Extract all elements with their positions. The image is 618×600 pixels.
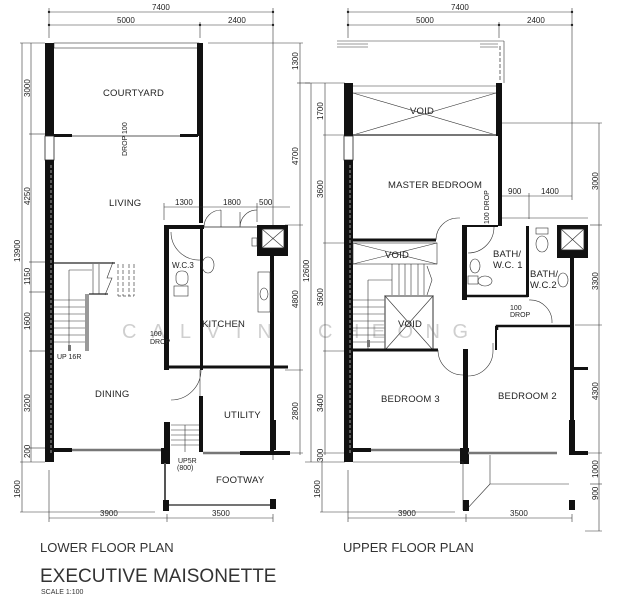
dim-lower-top-right: 2400 <box>228 16 246 25</box>
room-label-footway: FOOTWAY <box>216 475 265 486</box>
room-label-living: LIVING <box>109 198 141 209</box>
room-label-courtyard: COURTYARD <box>103 88 164 99</box>
dim-upper-right-4300: 4300 <box>591 382 600 400</box>
upper-bottom-dimensions: 3900 3500 <box>347 470 573 522</box>
room-label-wc3: W.C.3 <box>172 261 194 270</box>
room-label-void-mid: VOID <box>385 250 409 261</box>
dim-lower-left-200: 200 <box>23 444 32 458</box>
dim-lower-left-3200: 3200 <box>23 394 32 412</box>
lower-floor-plan: 7400 5000 2400 3000 4250 1150 1600 3200 … <box>13 3 310 555</box>
dim-kitchen-500: 500 <box>259 198 273 207</box>
note-800: (800) <box>177 465 193 472</box>
note-stair-up-16r: UP 16R <box>57 354 81 361</box>
dim-upper-left-3600a: 3600 <box>316 180 325 198</box>
note-drop-100: DROP 100 <box>122 122 129 156</box>
upper-floor-plan-title: UPPER FLOOR PLAN <box>343 540 474 555</box>
dim-lower-left-1600: 1600 <box>23 312 32 330</box>
dim-lower-right-4800: 4800 <box>291 290 300 308</box>
room-label-dining: DINING <box>95 389 129 400</box>
dim-upper-bottom-right: 3500 <box>510 509 528 518</box>
dim-upper-left-below: 1600 <box>313 480 322 498</box>
note-up5r: UP5R <box>178 458 197 465</box>
upper-top-dimensions: 7400 5000 2400 <box>346 3 574 200</box>
dim-bath-900: 900 <box>508 187 522 196</box>
watermark-right: C H E O N G <box>318 321 468 343</box>
dim-lower-left-1150: 1150 <box>23 267 32 285</box>
dim-lower-left-below: 1600 <box>13 480 22 498</box>
upper-floor-plan: 7400 5000 2400 1700 3600 3600 3400 300 <box>302 3 602 555</box>
room-label-utility: UTILITY <box>224 410 261 421</box>
dim-lower-top-left: 5000 <box>117 16 135 25</box>
lower-floor-plan-title: LOWER FLOOR PLAN <box>40 540 174 555</box>
dim-upper-right-900: 900 <box>591 486 600 500</box>
note-kitchen-drop: DROP <box>150 339 171 346</box>
dim-kitchen-1300: 1300 <box>175 198 193 207</box>
room-label-master-bedroom: MASTER BEDROOM <box>388 180 482 191</box>
watermark-left: C A L V I N <box>122 321 272 343</box>
dim-upper-left-1700: 1700 <box>316 102 325 120</box>
dim-kitchen-1800: 1800 <box>223 198 241 207</box>
room-label-bath1-line1: BATH/ <box>493 249 521 260</box>
dim-upper-top-left: 5000 <box>416 16 434 25</box>
upper-right-dimensions: 3000 3300 4300 1000 900 <box>500 122 602 532</box>
dim-upper-left-3600b: 3600 <box>316 288 325 306</box>
upper-staircase: VOID <box>353 264 434 351</box>
dim-bath-1400: 1400 <box>541 187 559 196</box>
dim-upper-left-300: 300 <box>316 448 325 462</box>
dim-lower-right-4700: 4700 <box>291 147 300 165</box>
dim-upper-right-3000: 3000 <box>591 172 600 190</box>
note-master-drop: 100 DROP <box>484 190 491 224</box>
note-bath2-drop-value: 100 <box>510 305 522 312</box>
entry-steps: UP5R (800) <box>171 424 199 472</box>
room-label-kitchen: KITCHEN <box>202 319 245 330</box>
upper-left-dimensions: 1700 3600 3600 3400 300 12600 1600 <box>302 82 455 513</box>
kitchen-top-dimensions: 1300 1800 500 <box>163 198 290 222</box>
dim-lower-right-2800: 2800 <box>291 402 300 420</box>
lower-top-dimensions: 7400 5000 2400 <box>47 3 275 460</box>
dim-upper-left-total: 12600 <box>302 259 311 282</box>
dim-upper-right-1000: 1000 <box>591 460 600 478</box>
note-bath2-drop: DROP <box>510 312 531 319</box>
room-label-bedroom3: BEDROOM 3 <box>381 394 440 405</box>
room-label-bath2-line2: W.C.2 <box>530 280 557 291</box>
room-label-bedroom2: BEDROOM 2 <box>498 391 557 402</box>
room-label-void-stair: VOID <box>398 319 422 330</box>
room-label-void-top: VOID <box>410 106 434 117</box>
dim-lower-left-total: 13900 <box>13 239 22 262</box>
note-kitchen-drop-value: 100 <box>150 331 162 338</box>
drawing-scale: SCALE 1:100 <box>41 589 84 596</box>
dim-lower-right-1300: 1300 <box>291 52 300 70</box>
dim-upper-right-3300: 3300 <box>591 272 600 290</box>
dim-lower-top-total: 7400 <box>152 3 170 12</box>
drawing-title: EXECUTIVE MAISONETTE <box>40 566 276 587</box>
dim-lower-bottom-left: 3900 <box>100 509 118 518</box>
dim-upper-left-3400: 3400 <box>316 394 325 412</box>
bath-top-dimensions: 900 1400 <box>502 187 588 219</box>
room-label-bath2-line1: BATH/ <box>530 269 558 280</box>
lower-right-dimensions: 1300 4700 4800 2800 <box>208 42 310 455</box>
dim-upper-top-total: 7400 <box>451 3 469 12</box>
dim-lower-bottom-right: 3500 <box>212 509 230 518</box>
lower-left-dimensions: 3000 4250 1150 1600 3200 200 13900 1600 <box>13 42 155 513</box>
dim-upper-bottom-left: 3900 <box>398 509 416 518</box>
dim-upper-top-right: 2400 <box>527 16 545 25</box>
lower-bottom-dimensions: 3900 3500 <box>48 470 274 522</box>
dim-lower-left-4250: 4250 <box>23 187 32 205</box>
dim-lower-left-3000: 3000 <box>23 79 32 97</box>
lower-staircase: UP 16R <box>54 261 135 361</box>
room-label-bath1-line2: W.C. 1 <box>493 260 523 271</box>
